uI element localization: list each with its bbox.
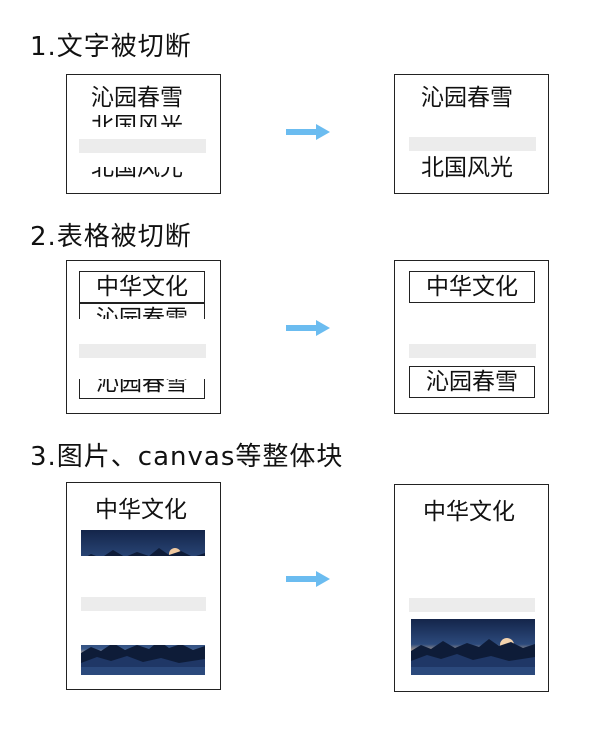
arrow-right-icon xyxy=(286,124,330,140)
page-break-gap xyxy=(79,344,206,358)
page-break-gap xyxy=(409,137,536,151)
landscape-image xyxy=(411,619,535,675)
page-break-gap xyxy=(409,344,536,358)
page-after-1: 沁园春雪 北国风光 xyxy=(394,74,549,194)
arrow-right-icon xyxy=(286,571,330,587)
text-line-1: 沁园春雪 xyxy=(91,85,183,111)
landscape-image-bottom-half xyxy=(81,645,205,675)
table-cell-2-top-half: 沁园春雪 xyxy=(79,303,206,319)
table-cell-1: 中华文化 xyxy=(409,271,535,303)
table-cell-2-bottom-half: 沁园春雪 xyxy=(79,379,206,399)
text-line-2: 北国风光 xyxy=(421,155,513,181)
text-line-1: 沁园春雪 xyxy=(421,85,513,111)
block-title: 中华文化 xyxy=(423,499,515,525)
block-title: 中华文化 xyxy=(95,497,187,523)
page-break-gap xyxy=(81,597,206,611)
page-break-gap xyxy=(409,598,535,612)
page-after-2: 中华文化 沁园春雪 xyxy=(394,260,549,414)
page-before-3: 中华文化 xyxy=(66,482,221,690)
text-line-2-top-half: 北国风光 xyxy=(91,115,220,127)
landscape-image-top-half xyxy=(81,530,205,556)
table-cell-2: 沁园春雪 xyxy=(409,366,535,398)
section-1-heading: 1.文字被切断 xyxy=(30,32,192,62)
section-3-heading: 3.图片、canvas等整体块 xyxy=(30,442,344,472)
table-cell-1: 中华文化 xyxy=(79,271,205,303)
arrow-right-icon xyxy=(286,320,330,336)
text-line-2-bottom-half: 北国风光 xyxy=(91,167,183,180)
page-before-2: 中华文化 沁园春雪 沁园春雪 xyxy=(66,260,221,414)
page-before-1: 沁园春雪 北国风光 北国风光 xyxy=(66,74,221,194)
page-break-gap xyxy=(79,139,206,153)
section-2-heading: 2.表格被切断 xyxy=(30,222,192,252)
page-after-3: 中华文化 xyxy=(394,484,549,692)
